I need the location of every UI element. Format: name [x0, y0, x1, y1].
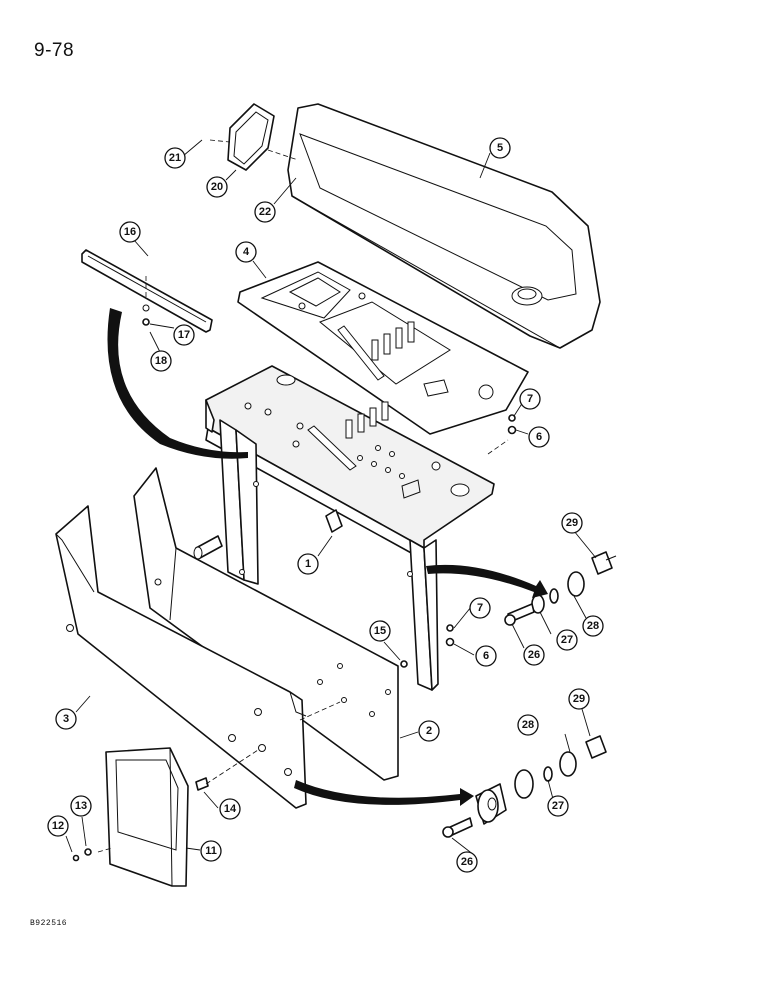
callout: 27	[547, 795, 569, 817]
callout: 6	[475, 645, 497, 667]
callout: 5	[489, 137, 511, 159]
callout: 29	[561, 512, 583, 534]
callout: 7	[519, 388, 541, 410]
callout: 17	[173, 324, 195, 346]
callout: 11	[200, 840, 222, 862]
callout: 20	[206, 176, 228, 198]
callout-label: 12	[52, 820, 64, 832]
callout-label: 20	[211, 181, 223, 193]
callout-label: 4	[243, 246, 250, 258]
callout: 1	[297, 553, 319, 575]
callout: 6	[528, 426, 550, 448]
panel-overlay	[237, 261, 529, 435]
callout-label: 2	[426, 725, 432, 737]
callout-label: 27	[552, 800, 564, 812]
lower-hardware-group	[442, 735, 607, 838]
callout-label: 7	[527, 393, 533, 405]
callout: 14	[219, 798, 241, 820]
upper-hardware-group	[504, 551, 617, 626]
console-cover	[287, 103, 601, 349]
callout-label: 22	[259, 206, 271, 218]
callout-label: 3	[63, 713, 69, 725]
callout: 12	[47, 815, 69, 837]
callout-label: 21	[169, 152, 181, 164]
callout: 7	[469, 597, 491, 619]
callout: 28	[517, 714, 539, 736]
callout: 18	[150, 350, 172, 372]
callout-label: 27	[561, 634, 573, 646]
callout-label: 15	[374, 625, 386, 637]
mounting-strip	[81, 249, 213, 333]
callout: 13	[70, 795, 92, 817]
callout-label: 6	[483, 650, 489, 662]
callout-label: 5	[497, 142, 503, 154]
callout-label: 28	[587, 620, 599, 632]
callout: 27	[556, 629, 578, 651]
fasteners	[72, 318, 517, 862]
small-module	[209, 103, 299, 171]
assembly-arrows	[107, 308, 548, 806]
callout-label: 14	[224, 803, 237, 815]
leader-lines	[65, 139, 597, 856]
callout: 15	[369, 620, 391, 642]
callout: 26	[456, 851, 478, 873]
callout-label: 26	[528, 649, 540, 661]
callout-label: 29	[566, 517, 578, 529]
callout-label: 18	[155, 355, 167, 367]
callout-label: 28	[522, 719, 534, 731]
callout: 2	[418, 720, 440, 742]
callout: 4	[235, 241, 257, 263]
callout-label: 26	[461, 856, 473, 868]
callout-label: 1	[305, 558, 311, 570]
outer-side-panel	[55, 505, 307, 809]
inner-side-panel	[133, 467, 399, 781]
callout-label: 7	[477, 602, 483, 614]
console-frame	[193, 365, 495, 691]
callout: 21	[164, 147, 186, 169]
callout-label: 13	[75, 800, 87, 812]
cover-plate	[97, 747, 189, 887]
callout: 29	[568, 688, 590, 710]
callout: 28	[582, 615, 604, 637]
callout: 26	[523, 644, 545, 666]
callout-label: 11	[205, 845, 217, 857]
figure-code: B922516	[30, 919, 68, 928]
callout-label: 6	[536, 431, 542, 443]
callout: 3	[55, 708, 77, 730]
callout: 16	[119, 221, 141, 243]
callout: 22	[254, 201, 276, 223]
callout-label: 16	[124, 226, 136, 238]
callout-label: 29	[573, 693, 585, 705]
page-number: 9-78	[34, 40, 75, 61]
callout-label: 17	[178, 329, 190, 341]
